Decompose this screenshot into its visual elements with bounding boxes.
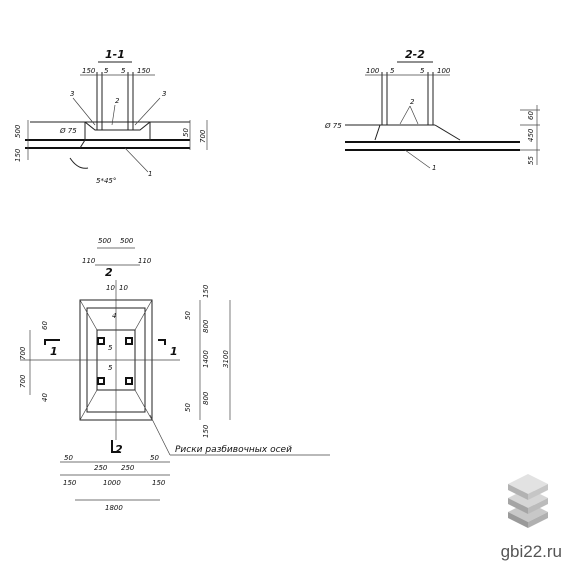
s11-dim-5-right: 5 xyxy=(121,67,126,75)
s22-dim-450: 450 xyxy=(527,128,535,142)
s11-dim-150-left: 150 xyxy=(82,67,96,75)
plan-dim-50-top: 50 xyxy=(184,311,192,320)
s11-callout-3-right: 3 xyxy=(162,90,166,98)
s11-dim-5-left: 5 xyxy=(104,67,109,75)
plan-dim-10-left: 10 xyxy=(106,284,115,292)
plan-dim-150-top: 150 xyxy=(202,284,210,298)
branding: gbi22.ru xyxy=(480,470,570,570)
plan-view: 500 500 110 110 10 10 2 1 1 2 4 5 5 60 7… xyxy=(19,237,330,512)
plan-dim-50-bottom: 50 xyxy=(184,403,192,412)
s22-dim-55: 55 xyxy=(527,156,535,165)
plan-inner-mark-5-top: 5 xyxy=(108,344,113,352)
s11-dim-150: 150 xyxy=(14,148,22,162)
s22-dim-100-right: 100 xyxy=(437,67,451,75)
s22-callout-1: 1 xyxy=(432,164,436,172)
plan-dim-700-bottom: 700 xyxy=(19,374,27,388)
s22-dim-5-right: 5 xyxy=(420,67,425,75)
plan-inner-mark-4: 4 xyxy=(112,312,116,320)
s11-dim-50: 50 xyxy=(182,128,190,137)
plan-dim-110-right: 110 xyxy=(138,257,152,265)
s11-callout-3-left: 3 xyxy=(70,90,74,98)
plan-dim-1400: 1400 xyxy=(202,350,210,368)
section-2-2-title: 2-2 xyxy=(405,48,425,61)
stacked-slabs-icon xyxy=(508,474,548,528)
plan-dim-700-top: 700 xyxy=(19,346,27,360)
plan-dim-110-left: 110 xyxy=(82,257,96,265)
section-1-1-title: 1-1 xyxy=(105,48,125,61)
s11-chamfer: 5*45° xyxy=(96,177,116,185)
s22-dim-100-left: 100 xyxy=(366,67,380,75)
s11-callout-2: 2 xyxy=(115,97,120,105)
s22-dim-60: 60 xyxy=(527,111,535,120)
plan-dim-50-right: 50 xyxy=(150,454,159,462)
plan-note: Риски разбивочных осей xyxy=(175,445,292,455)
plan-dim-10-right: 10 xyxy=(119,284,128,292)
plan-section-mark-2: 2 xyxy=(115,443,123,456)
plan-center-label: 2 xyxy=(105,266,113,279)
plan-dim-1000: 1000 xyxy=(103,479,121,487)
plan-dim-40: 40 xyxy=(41,393,49,402)
plan-inner-mark-5-bottom: 5 xyxy=(108,364,113,372)
s11-diameter: Ø 75 xyxy=(59,127,77,135)
plan-section-mark-1-right: 1 xyxy=(170,345,178,358)
plan-dim-60: 60 xyxy=(41,321,49,330)
s22-callout-2: 2 xyxy=(410,98,415,106)
section-1-1: 1-1 150 5 5 150 3 2 3 1 Ø 75 500 150 xyxy=(14,48,208,185)
plan-dim-3100: 3100 xyxy=(222,350,230,368)
plan-dim-500-right: 500 xyxy=(120,237,134,245)
plan-dim-150-bottom: 150 xyxy=(202,424,210,438)
plan-dim-800-top: 800 xyxy=(202,319,210,333)
plan-dim-800-bottom: 800 xyxy=(202,391,210,405)
s11-callout-1: 1 xyxy=(148,170,152,178)
s22-diameter: Ø 75 xyxy=(324,122,342,130)
site-name: gbi22.ru xyxy=(500,542,562,561)
s11-dim-700: 700 xyxy=(199,129,207,143)
s11-dim-500: 500 xyxy=(14,124,22,138)
plan-dim-500-left: 500 xyxy=(98,237,112,245)
plan-dim-1800: 1800 xyxy=(105,504,123,512)
plan-dim-250-left: 250 xyxy=(94,464,108,472)
plan-dim-250-right: 250 xyxy=(121,464,135,472)
plan-dim-150-right: 150 xyxy=(152,479,166,487)
plan-dim-150-left: 150 xyxy=(63,479,77,487)
plan-dim-50-left: 50 xyxy=(64,454,73,462)
s22-dim-5-left: 5 xyxy=(390,67,395,75)
plan-section-mark-1-left: 1 xyxy=(50,345,58,358)
s11-dim-150-right: 150 xyxy=(137,67,151,75)
section-2-2: 2-2 100 5 5 100 2 1 Ø 75 60 450 55 xyxy=(324,48,540,172)
